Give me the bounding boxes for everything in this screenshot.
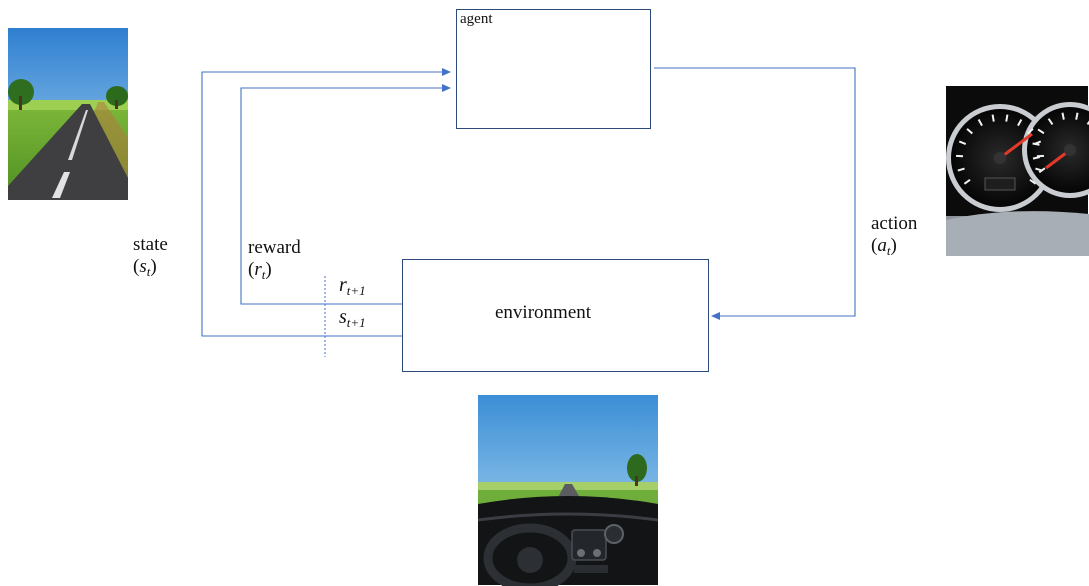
reward-feedback-line xyxy=(240,84,451,305)
gauge-tick xyxy=(1005,114,1009,122)
agent-label: agent xyxy=(460,11,493,27)
gauge-tick xyxy=(991,114,995,122)
gauge-tick xyxy=(977,119,983,127)
gauge-tick xyxy=(1032,156,1041,160)
environment-box: environment xyxy=(402,259,709,372)
action-word: action xyxy=(871,213,918,234)
gauge-tick xyxy=(963,178,971,185)
agent-box: agent xyxy=(456,9,651,129)
state-feedback-line xyxy=(201,68,451,337)
gauge-tick xyxy=(1075,112,1079,120)
state-symbol: (st) xyxy=(133,255,157,279)
gauge-tick xyxy=(1032,142,1040,146)
gauge-tick xyxy=(1038,167,1046,174)
gauge-tick xyxy=(1037,128,1045,135)
gauge-tick xyxy=(1047,118,1054,125)
reward-word: reward xyxy=(248,237,301,258)
gauge-tick xyxy=(1029,178,1037,185)
reward-symbol: (rt) xyxy=(248,258,272,282)
road-scene-image xyxy=(8,28,128,200)
gauge-tick xyxy=(966,128,973,135)
state-label: state (st) xyxy=(133,234,168,280)
action-label: action (at) xyxy=(871,213,917,259)
gauge-tick xyxy=(957,167,965,172)
state-word: state xyxy=(133,234,168,255)
environment-label: environment xyxy=(495,302,592,323)
gauge-tick xyxy=(1086,120,1089,125)
gauge-tick xyxy=(958,140,967,145)
action-symbol: (at) xyxy=(871,234,897,258)
dashboard-gauges-image xyxy=(946,86,1089,256)
next-reward-label: rt+1 xyxy=(339,274,366,298)
gauge-tick xyxy=(1061,112,1065,120)
gauge-tick xyxy=(1027,128,1034,135)
next-state-label: st+1 xyxy=(339,306,366,330)
reward-label: reward (rt) xyxy=(248,237,301,283)
driver-view-image xyxy=(477,395,659,586)
gauge-tick xyxy=(1017,119,1023,127)
action-line xyxy=(654,67,856,320)
